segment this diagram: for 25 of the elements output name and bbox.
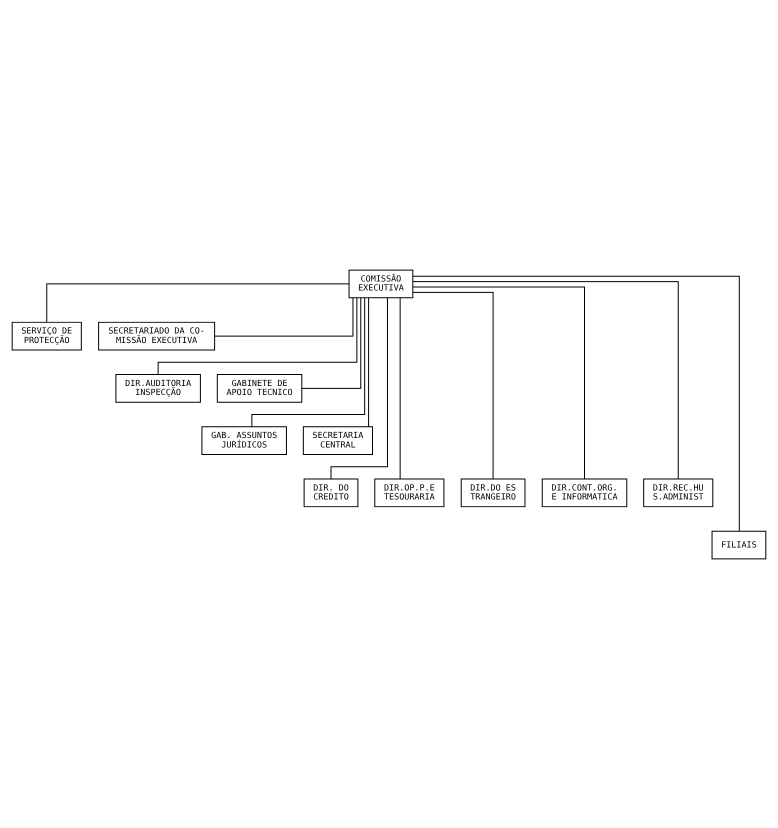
connector	[158, 296, 358, 374]
node-box: SECRETARIADO DA CO- MISSÃO EXECUTIVA	[98, 321, 216, 350]
node-box: SERVIÇO DE PROTECÇÃO	[12, 321, 82, 350]
node-box: DIR.DO ES TRANGEIRO	[460, 478, 526, 507]
node-box: GABINETE DE APOIO TECNICO	[216, 374, 302, 402]
node-box: COMISSÃO EXECUTIVA	[348, 269, 414, 298]
connector	[412, 280, 679, 479]
node-box: DIR. DO CREDITO	[304, 478, 358, 507]
connector	[301, 296, 362, 388]
connector	[368, 296, 370, 427]
connector	[412, 291, 494, 479]
connector	[400, 296, 401, 479]
node-box: GAB. ASSUNTOS JURÍDICOS	[201, 426, 287, 454]
connector	[251, 296, 366, 427]
node-box: SECRETARIA CENTRAL	[302, 426, 373, 454]
connector	[214, 296, 354, 336]
node-box: DIR.REC.HU S.ADMINIST	[643, 478, 714, 507]
connector	[46, 282, 350, 322]
node-box: DIR.OP.P.E TESOURARIA	[374, 478, 444, 507]
connector	[412, 286, 586, 480]
connector	[412, 275, 740, 532]
node-box: DIR.CONT.ORG. E INFORMATICA	[542, 478, 628, 507]
connector	[330, 296, 388, 479]
node-box: FILIAIS	[712, 530, 766, 559]
node-box: DIR.AUDITORIA INSPECÇÃO	[115, 374, 201, 402]
